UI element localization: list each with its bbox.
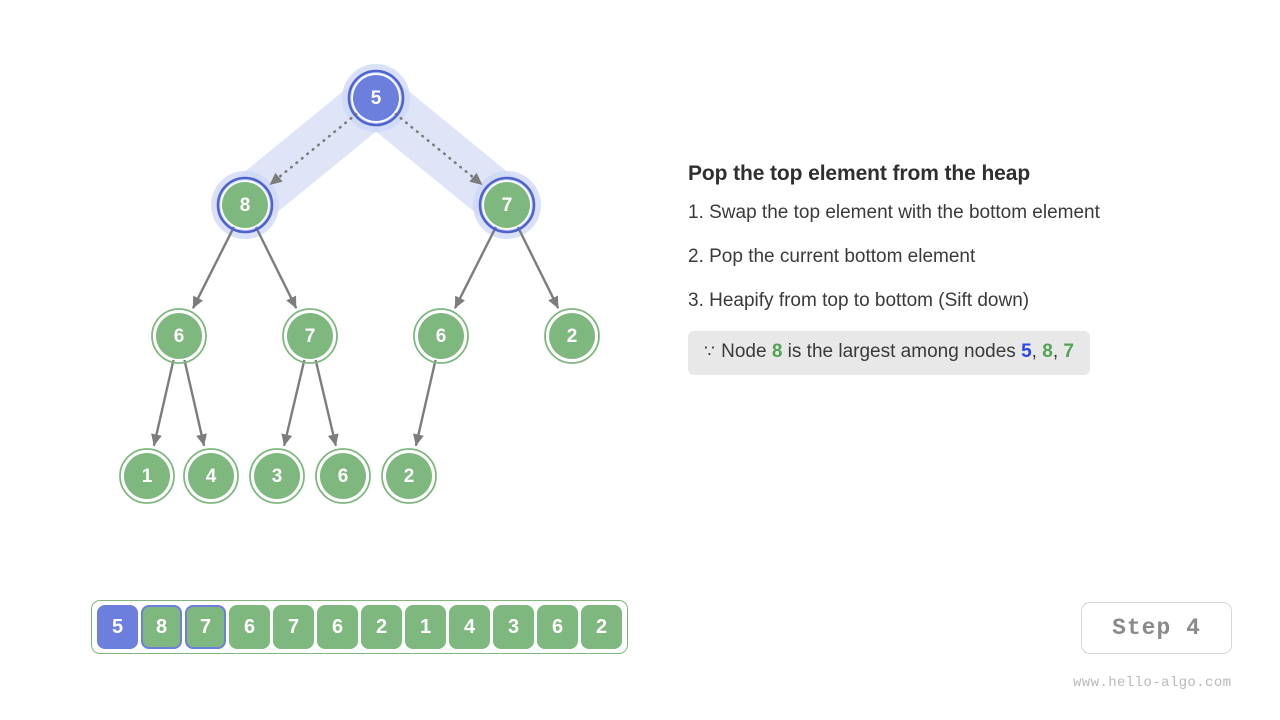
tree-edge (254, 226, 297, 309)
tree-node-6[interactable]: 6 (413, 308, 469, 364)
heap-tree-diagram: 5 8 7 6 7 6 2 1 4 3 6 2 (119, 64, 600, 504)
tree-edges (151, 226, 559, 447)
tree-node-label: 6 (436, 326, 447, 347)
tree-node-label: 6 (338, 466, 349, 487)
tree-node-label: 8 (240, 195, 251, 216)
site-watermark: www.hello-algo.com (1073, 675, 1232, 691)
instruction-step-3: 3. Heapify from top to bottom (Sift down… (688, 289, 1030, 311)
explanation-panel: Pop the top element from the heap 1. Swa… (688, 160, 1228, 376)
tree-edge (454, 226, 497, 309)
page-title: Pop the top element from the heap (688, 162, 1031, 185)
tree-node-label: 7 (305, 326, 316, 347)
tree-node-2[interactable]: 2 (381, 448, 437, 504)
tree-node-7[interactable]: 7 (478, 176, 536, 234)
tree-node-5[interactable]: 5 (347, 69, 405, 127)
instruction-step-2: 2. Pop the current bottom element (688, 245, 976, 267)
tree-node-8[interactable]: 8 (216, 176, 274, 234)
tree-node-label: 3 (272, 466, 283, 487)
tree-edge (314, 359, 339, 447)
array-cell-9[interactable]: 3 (493, 605, 534, 649)
array-cell-3[interactable]: 6 (229, 605, 270, 649)
tree-node-6[interactable]: 6 (151, 308, 207, 364)
tree-node-1[interactable]: 1 (119, 448, 175, 504)
tree-node-3[interactable]: 3 (249, 448, 305, 504)
note-prefix: Node (721, 341, 767, 363)
array-cell-1[interactable]: 8 (141, 605, 182, 649)
tree-edge (192, 226, 235, 309)
note-sep-1: , (1031, 341, 1043, 363)
comparison-arrow (394, 112, 483, 186)
note-candidate-1: 5 (1021, 341, 1032, 363)
array-cell-10[interactable]: 6 (537, 605, 578, 649)
array-cell-5[interactable]: 6 (317, 605, 358, 649)
tree-edge (151, 359, 175, 447)
tree-node-label: 7 (502, 195, 513, 216)
tree-node-7[interactable]: 7 (282, 308, 338, 364)
array-cell-7[interactable]: 1 (405, 605, 446, 649)
note-sep-2: , (1052, 341, 1064, 363)
tree-edge (281, 359, 306, 447)
tree-node-label: 6 (174, 326, 185, 347)
note-candidate-2: 8 (1042, 341, 1053, 363)
tree-node-label: 4 (206, 466, 217, 487)
instruction-step-1: 1. Swap the top element with the bottom … (688, 202, 1100, 224)
array-cell-6[interactable]: 2 (361, 605, 402, 649)
tree-node-label: 1 (142, 466, 153, 487)
note-middle: is the largest among nodes (787, 341, 1016, 363)
tree-edge (516, 226, 559, 309)
comparison-arrows (269, 112, 483, 186)
array-cell-2[interactable]: 7 (185, 605, 226, 649)
tree-node-4[interactable]: 4 (183, 448, 239, 504)
because-symbol: ∵ (704, 342, 716, 362)
comparison-arrow (269, 112, 358, 186)
note-subject-value: 8 (771, 341, 783, 363)
reason-note: ∵ Node 8 is the largest among nodes 5, 8… (688, 331, 1090, 376)
array-cell-8[interactable]: 4 (449, 605, 490, 649)
tree-node-label: 5 (371, 88, 382, 109)
tree-node-label: 2 (404, 466, 415, 487)
array-cell-11[interactable]: 2 (581, 605, 622, 649)
note-candidate-3: 7 (1063, 341, 1074, 363)
tree-edge (413, 359, 437, 447)
tree-node-label: 2 (567, 326, 578, 347)
array-cell-0[interactable]: 5 (97, 605, 138, 649)
tree-node-2[interactable]: 2 (544, 308, 600, 364)
tree-node-6[interactable]: 6 (315, 448, 371, 504)
array-cell-4[interactable]: 7 (273, 605, 314, 649)
step-badge: Step 4 (1081, 602, 1232, 654)
tree-edge (183, 359, 207, 447)
tree-nodes: 5 8 7 6 7 6 2 1 4 3 6 2 (119, 69, 600, 504)
